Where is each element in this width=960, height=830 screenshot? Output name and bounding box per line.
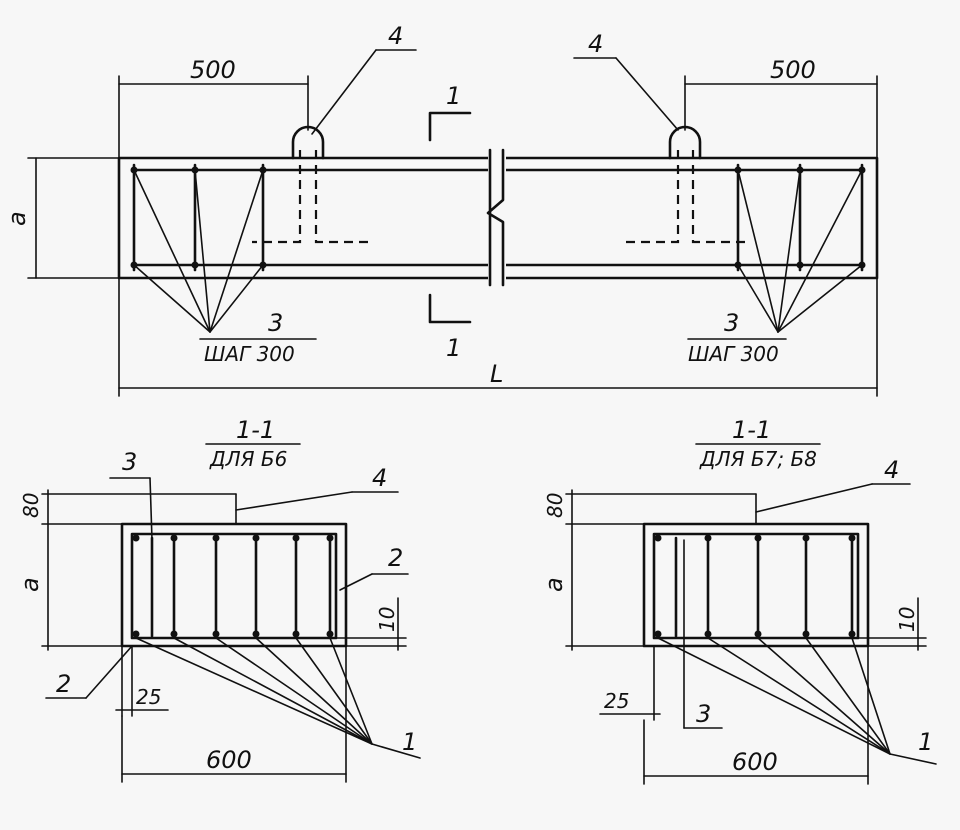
section-b7-pos3-label: 3 (696, 700, 711, 728)
section-mark-bottom: 1 (428, 293, 472, 362)
right-lifting-loop (626, 125, 748, 244)
section-b6-leader-pos2: 2 2 (45, 544, 409, 699)
section-b6-title: 1-1 (236, 416, 275, 444)
section-b6-outline (120, 522, 348, 648)
section-b6-dim-600: 600 (121, 645, 347, 783)
right-stirrups (734, 163, 866, 272)
section-b6-pos2-right-label: 2 (388, 544, 403, 572)
section-b7-dim-a-label: a (540, 577, 568, 592)
section-b6-dim-80-a: 80 a (16, 489, 237, 651)
section-b6-dim-600-label: 600 (206, 746, 252, 774)
section-b7-dim-25-label: 25 (604, 689, 629, 713)
dim-500-left-label: 500 (190, 56, 236, 84)
section-b6-dim-80-label: 80 (19, 493, 43, 518)
section-b7-mesh (652, 532, 860, 640)
dim-500-right-label: 500 (770, 56, 816, 84)
dim-500-right: 500 (684, 56, 878, 159)
section-b7-leader-pos1: 1 (657, 637, 937, 765)
break-mark (486, 148, 505, 287)
leader-pos3-left: 3 ШАГ 300 (133, 169, 317, 366)
section-b7-dim-80-a: 80 a (540, 489, 757, 651)
section-b7-pos1-label: 1 (918, 728, 933, 756)
leader-pos4-right: 4 (573, 30, 679, 131)
section-b7-b8: 1-1 ДЛЯ Б7; Б8 80 a (540, 416, 937, 785)
section-b6-leader-pos4: 4 (235, 464, 399, 511)
left-lifting-loop (252, 125, 370, 244)
section-b6-leader-pos3: 3 (109, 448, 153, 541)
section-b7-subtitle: ДЛЯ Б7; Б8 (699, 447, 817, 471)
section-b6-dim-25-label: 25 (136, 685, 161, 709)
section-b7-bars (654, 534, 856, 638)
section-b7-title: 1-1 (732, 416, 771, 444)
section-b7-outline (642, 522, 870, 648)
section-b6-pos3-label: 3 (122, 448, 137, 476)
step-left-label: ШАГ 300 (204, 342, 295, 366)
section-b7-pos4-label: 4 (884, 456, 899, 484)
section-b6-dim-a-label: a (16, 577, 44, 592)
dim-a-label: a (3, 211, 31, 226)
section-b6-bars (132, 534, 334, 638)
section-b6-dim-25: 25 (115, 645, 169, 717)
leader-pos3-right: 3 ШАГ 300 (687, 169, 863, 366)
pos4-left-label: 4 (388, 22, 403, 50)
dim-L-label: L (490, 360, 503, 388)
section-b7-dim-10: 10 (857, 597, 927, 651)
section-b7-dim-80-label: 80 (543, 493, 567, 518)
section-b6-pos4-label: 4 (372, 464, 387, 492)
svg-text:1: 1 (446, 82, 461, 110)
dim-a-elevation: a (3, 157, 120, 279)
section-b6: 1-1 ДЛЯ Б6 80 a (16, 416, 421, 783)
section-b6-leader-pos1: 1 (135, 637, 421, 759)
pos4-right-label: 4 (588, 30, 603, 58)
pos3-left-label: 3 (268, 309, 283, 337)
section-b6-subtitle: ДЛЯ Б6 (209, 447, 287, 471)
section-b7-dim-600: 600 (643, 645, 869, 785)
left-stirrups (130, 163, 267, 272)
section-b7-dim-25: 25 (599, 645, 661, 721)
section-mark-top: 1 (428, 82, 472, 142)
elevation-view: 4 4 500 500 a (3, 22, 879, 397)
section-b7-leader-pos3: 3 (683, 539, 723, 729)
dim-L: L (118, 277, 878, 397)
svg-text:1: 1 (446, 334, 461, 362)
section-b6-dim-10: 10 (335, 597, 407, 651)
section-b7-leader-pos4: 4 (755, 456, 911, 513)
leader-pos4-left: 4 (311, 22, 417, 135)
section-b6-mesh (130, 532, 338, 640)
section-b7-dim-10-label: 10 (895, 607, 919, 632)
section-b6-pos2-left-label: 2 (56, 670, 71, 698)
dim-500-left: 500 (118, 56, 309, 159)
step-right-label: ШАГ 300 (688, 342, 779, 366)
section-b6-dim-10-label: 10 (375, 607, 399, 632)
section-b6-pos1-label: 1 (402, 728, 417, 756)
pos3-right-label: 3 (724, 309, 739, 337)
section-b7-dim-600-label: 600 (732, 748, 778, 776)
